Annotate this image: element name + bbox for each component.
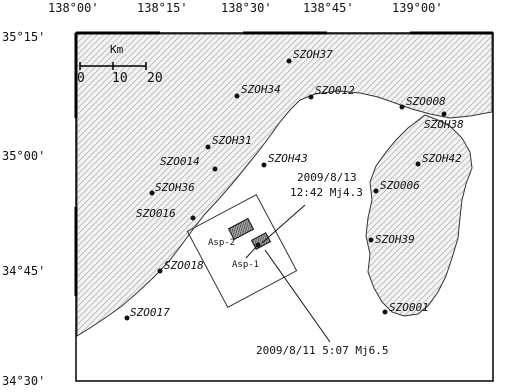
land-izu-peninsula <box>365 114 473 317</box>
asperity-asp-2 <box>227 217 255 241</box>
station-label: SZOH37 <box>293 48 333 61</box>
scale-unit: Km <box>110 43 124 56</box>
lon-tick-label: 138°15' <box>137 1 188 15</box>
lon-tick-label: 138°45' <box>303 1 354 15</box>
station-label: SZO017 <box>130 306 170 319</box>
station-label: SZOH31 <box>212 134 252 147</box>
scale-label-10: 10 <box>112 71 128 86</box>
land-mainland <box>76 33 493 337</box>
leader-line-mj4-3 <box>261 204 306 244</box>
station-label: SZO012 <box>315 84 355 97</box>
station-label: SZO014 <box>160 155 200 168</box>
lon-tick-label: 138°30' <box>221 1 272 15</box>
station-label: SZOH38 <box>424 118 464 131</box>
station-label: SZO001 <box>389 301 429 314</box>
lat-tick-label: 34°30' <box>2 374 46 388</box>
asperity-label: Asp-1 <box>232 260 260 270</box>
event-date-mj4-3: 2009/8/13 <box>297 171 357 184</box>
asperity-label: Asp-2 <box>208 238 236 248</box>
station-label: SZO008 <box>406 95 446 108</box>
event-label-mj6-5: 2009/8/11 5:07 Mj6.5 <box>256 344 389 357</box>
station-label: SZO006 <box>380 179 420 192</box>
station-label: SZO016 <box>136 207 176 220</box>
station-label: SZO018 <box>164 259 204 272</box>
station-label: SZOH42 <box>422 152 462 165</box>
leader-line-mj6-5 <box>264 249 331 343</box>
lat-tick-label: 35°15' <box>2 30 46 44</box>
scale-label-0: 0 <box>77 71 85 86</box>
station-label: SZOH43 <box>268 152 308 165</box>
scale-label-20: 20 <box>147 71 163 86</box>
station-markers <box>124 58 447 321</box>
lat-tick-label: 35°00' <box>2 149 46 163</box>
leader-line-asp1 <box>245 245 258 259</box>
scale-bar <box>79 62 147 70</box>
study-area-box <box>186 194 298 308</box>
frame-ticks <box>74 31 493 296</box>
station-label: SZOH39 <box>375 233 415 246</box>
event-detail-mj4-3: 12:42 Mj4.3 <box>290 186 363 199</box>
lat-tick-label: 34°45' <box>2 264 46 278</box>
station-label: SZOH36 <box>155 181 195 194</box>
lon-tick-label: 138°00' <box>48 1 99 15</box>
lon-tick-label: 139°00' <box>392 1 443 15</box>
station-label: SZOH34 <box>241 83 281 96</box>
